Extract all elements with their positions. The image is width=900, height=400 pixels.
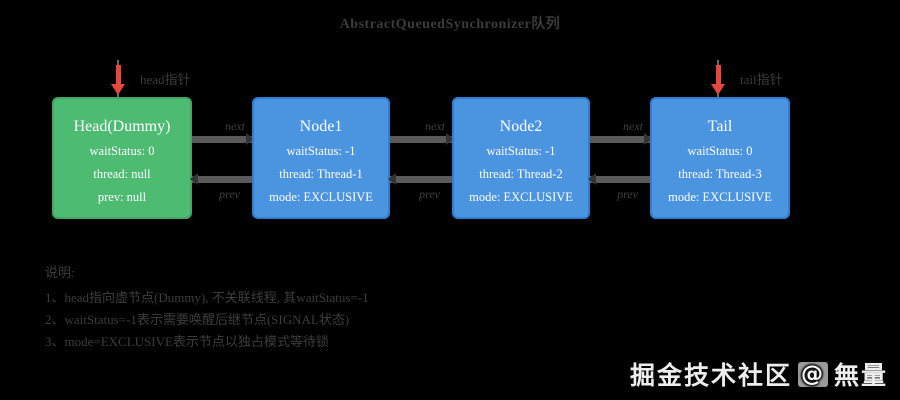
node-thread: thread: Thread-1 [279, 167, 363, 181]
watermark: 掘金技术社区 @ 無量 [630, 356, 888, 392]
head-pointer-arrow-shaft [116, 65, 121, 84]
prev-arrowhead-icon [588, 173, 596, 185]
notes-heading: 说明: [45, 265, 75, 280]
tail-pointer-label: tail指针 [740, 72, 783, 87]
node-node1: Node1 waitStatus: -1 thread: Thread-1 mo… [252, 97, 390, 219]
head-pointer-arrow-down-icon [111, 84, 125, 95]
at-icon: @ [797, 361, 828, 387]
prev-arrow [192, 176, 252, 183]
node-thread: thread: null [93, 167, 151, 181]
watermark-author: 無量 [833, 361, 888, 390]
node-thread: thread: Thread-3 [678, 167, 762, 181]
node-node2: Node2 waitStatus: -1 thread: Thread-2 mo… [452, 97, 590, 219]
node-title: Node1 [299, 118, 343, 135]
next-label: next [623, 119, 643, 133]
node-title: Head(Dummy) [73, 118, 171, 135]
node-mode: mode: EXCLUSIVE [668, 190, 772, 204]
note-line: 1、head指向虚节点(Dummy), 不关联线程, 其waitStatus=-… [45, 290, 369, 305]
notes-block: 说明: 1、head指向虚节点(Dummy), 不关联线程, 其waitStat… [45, 262, 369, 351]
node-mode: mode: EXCLUSIVE [269, 190, 373, 204]
node-waitstatus: waitStatus: 0 [89, 144, 155, 158]
next-arrow [390, 136, 452, 143]
next-label: next [425, 119, 445, 133]
prev-arrow [390, 176, 452, 183]
node-title: Node2 [499, 118, 543, 135]
prev-arrow [590, 176, 650, 183]
next-arrow [590, 136, 650, 143]
diagram-title: AbstractQueuedSynchronizer队列 [339, 17, 561, 32]
node-waitstatus: waitStatus: -1 [286, 144, 356, 158]
next-arrowhead-icon [246, 133, 254, 145]
node-waitstatus: waitStatus: 0 [687, 144, 753, 158]
next-arrow [192, 136, 252, 143]
tail-pointer-arrow-down-icon [711, 84, 725, 95]
watermark-site: 掘金技术社区 [629, 361, 792, 390]
node-title: Tail [707, 118, 733, 135]
prev-label: prev [419, 187, 440, 201]
next-arrowhead-icon [446, 133, 454, 145]
next-label: next [225, 119, 245, 133]
node-head-dummy: Head(Dummy) waitStatus: 0 thread: null p… [52, 97, 192, 219]
node-mode: mode: EXCLUSIVE [469, 190, 573, 204]
node-waitstatus: waitStatus: -1 [486, 144, 556, 158]
note-line: 3、mode=EXCLUSIVE表示节点以独占模式等待锁 [45, 334, 329, 349]
prev-arrowhead-icon [388, 173, 396, 185]
connector-head-node1: next prev [190, 97, 254, 219]
connector-node2-tail: next prev [588, 97, 652, 219]
node-thread: thread: Thread-2 [479, 167, 563, 181]
note-line: 2、waitStatus=-1表示需要唤醒后继节点(SIGNAL状态) [45, 312, 350, 327]
next-arrowhead-icon [644, 133, 652, 145]
connector-node1-node2: next prev [388, 97, 454, 219]
prev-label: prev [219, 187, 240, 201]
prev-arrowhead-icon [190, 173, 198, 185]
node-tail: Tail waitStatus: 0 thread: Thread-3 mode… [650, 97, 790, 219]
prev-label: prev [617, 187, 638, 201]
tail-pointer-arrow-shaft [716, 65, 721, 84]
head-pointer-label: head指针 [140, 72, 191, 87]
node-prev: prev: null [97, 190, 147, 204]
